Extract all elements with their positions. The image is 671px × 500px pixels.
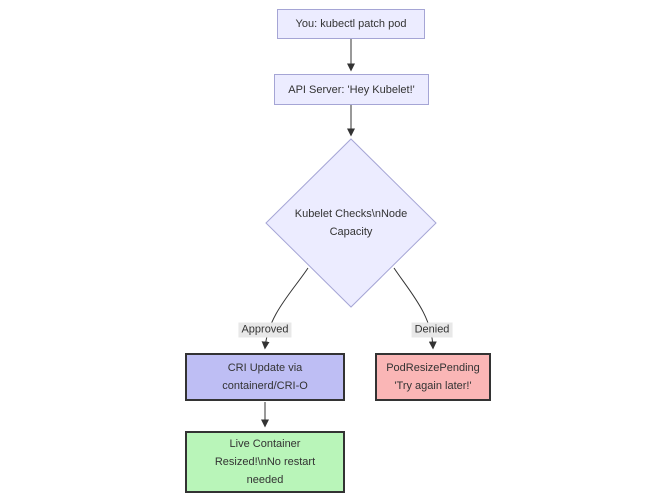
node-pod-resize-pending-label: PodResizePending 'Try again later!' (386, 362, 480, 392)
node-kubelet-decision: Kubelet Checks\nNode Capacity (271, 195, 431, 251)
node-user-action: You: kubectl patch pod (277, 9, 425, 39)
node-api-server: API Server: 'Hey Kubelet!' (274, 74, 429, 105)
node-kubelet-decision-label: Kubelet Checks\nNode Capacity (294, 208, 408, 238)
node-live-resized-label: Live Container Resized!\nNo restart need… (214, 438, 316, 486)
node-api-server-label: API Server: 'Hey Kubelet!' (288, 83, 415, 96)
decision-diamond-shape (265, 138, 437, 308)
node-live-resized: Live Container Resized!\nNo restart need… (185, 431, 345, 493)
node-user-action-label: You: kubectl patch pod (295, 18, 407, 30)
edge-decision-to-pending (393, 267, 437, 350)
edge-label-denied: Denied (411, 322, 453, 338)
node-pod-resize-pending: PodResizePending 'Try again later!' (375, 353, 491, 401)
node-cri-update: CRI Update via containerd/CRI-O (185, 353, 345, 401)
node-cri-update-label: CRI Update via containerd/CRI-O (222, 362, 308, 392)
edge-label-approved: Approved (238, 322, 292, 338)
edge-decision-to-cri (261, 267, 309, 350)
